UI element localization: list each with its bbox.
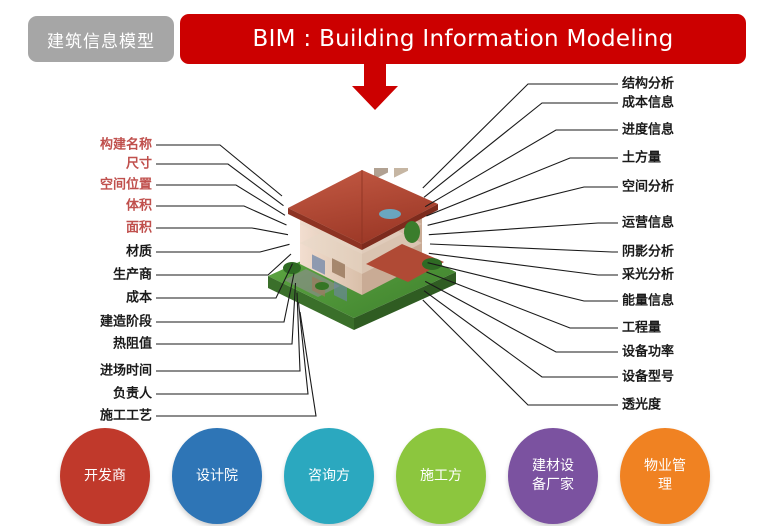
header-title-bar: BIM : Building Information Modeling xyxy=(180,14,746,64)
leader-line xyxy=(156,163,284,207)
stakeholder-circle[interactable]: 施工方 xyxy=(396,428,486,524)
right-label: 成本信息 xyxy=(622,95,675,111)
right-label: 土方量 xyxy=(622,150,662,166)
right-label: 进度信息 xyxy=(622,122,675,138)
stakeholder-label: 建材设 备厂家 xyxy=(532,458,574,493)
leader-line xyxy=(427,262,618,302)
leader-line xyxy=(156,144,283,197)
stakeholder-label: 咨询方 xyxy=(308,467,350,484)
leader-line xyxy=(422,83,618,189)
page-title: BIM : Building Information Modeling xyxy=(252,26,674,52)
left-label: 成本 xyxy=(125,290,152,306)
leader-line xyxy=(422,299,618,406)
leader-line xyxy=(424,280,618,353)
leader-line xyxy=(423,290,618,378)
right-label: 设备型号 xyxy=(622,369,675,385)
header-badge-label: 建筑信息模型 xyxy=(47,31,155,52)
leader-line xyxy=(156,227,289,236)
left-label: 生产商 xyxy=(112,267,152,283)
left-label: 尺寸 xyxy=(125,156,152,172)
arrow-down-icon xyxy=(340,62,410,112)
leader-line xyxy=(428,252,618,276)
stakeholder-label: 设计院 xyxy=(196,467,238,484)
right-label: 采光分析 xyxy=(622,267,675,283)
stakeholder-label: 物业管 理 xyxy=(644,458,686,493)
stakeholder-label: 开发商 xyxy=(84,467,126,484)
right-label: 运营信息 xyxy=(622,215,675,231)
left-label: 建造阶段 xyxy=(99,314,152,330)
left-label: 构建名称 xyxy=(99,137,152,153)
leader-line xyxy=(426,271,618,329)
stakeholder-circle[interactable]: 设计院 xyxy=(172,428,262,524)
left-label: 面积 xyxy=(125,220,152,236)
right-label: 结构分析 xyxy=(622,76,675,92)
leader-line xyxy=(424,129,618,208)
right-label: 工程量 xyxy=(622,320,662,336)
left-label: 热阻值 xyxy=(112,336,152,352)
left-label: 体积 xyxy=(125,198,152,214)
building-3d-model xyxy=(262,156,462,333)
leader-line xyxy=(156,253,292,276)
right-label: 能量信息 xyxy=(622,293,675,309)
leader-line xyxy=(156,263,293,299)
stakeholder-circle[interactable]: 物业管 理 xyxy=(620,428,710,524)
leader-line xyxy=(427,186,618,226)
leader-line xyxy=(156,205,287,226)
stakeholder-circle[interactable]: 开发商 xyxy=(60,428,150,524)
leader-line xyxy=(156,184,286,216)
leader-line xyxy=(156,311,317,417)
leader-line xyxy=(156,302,309,395)
leader-line xyxy=(156,273,295,323)
left-label: 进场时间 xyxy=(99,363,152,379)
right-label: 阴影分析 xyxy=(622,244,675,260)
left-label: 施工工艺 xyxy=(99,408,152,424)
leader-line xyxy=(156,282,297,345)
leader-line xyxy=(426,157,618,217)
stakeholder-circle[interactable]: 建材设 备厂家 xyxy=(508,428,598,524)
leader-line xyxy=(156,292,301,372)
left-label: 空间位置 xyxy=(99,177,152,193)
stakeholder-circle[interactable]: 咨询方 xyxy=(284,428,374,524)
right-label: 设备功率 xyxy=(622,344,675,360)
right-label: 透光度 xyxy=(622,397,662,413)
stakeholder-label: 施工方 xyxy=(420,467,462,484)
leader-line xyxy=(156,243,290,253)
header-badge: 建筑信息模型 xyxy=(28,16,174,62)
left-label: 材质 xyxy=(125,244,152,260)
leader-line xyxy=(428,222,618,236)
leader-line xyxy=(423,102,618,198)
right-label: 空间分析 xyxy=(622,179,675,195)
left-label: 负责人 xyxy=(112,386,152,402)
leader-line xyxy=(429,243,618,253)
